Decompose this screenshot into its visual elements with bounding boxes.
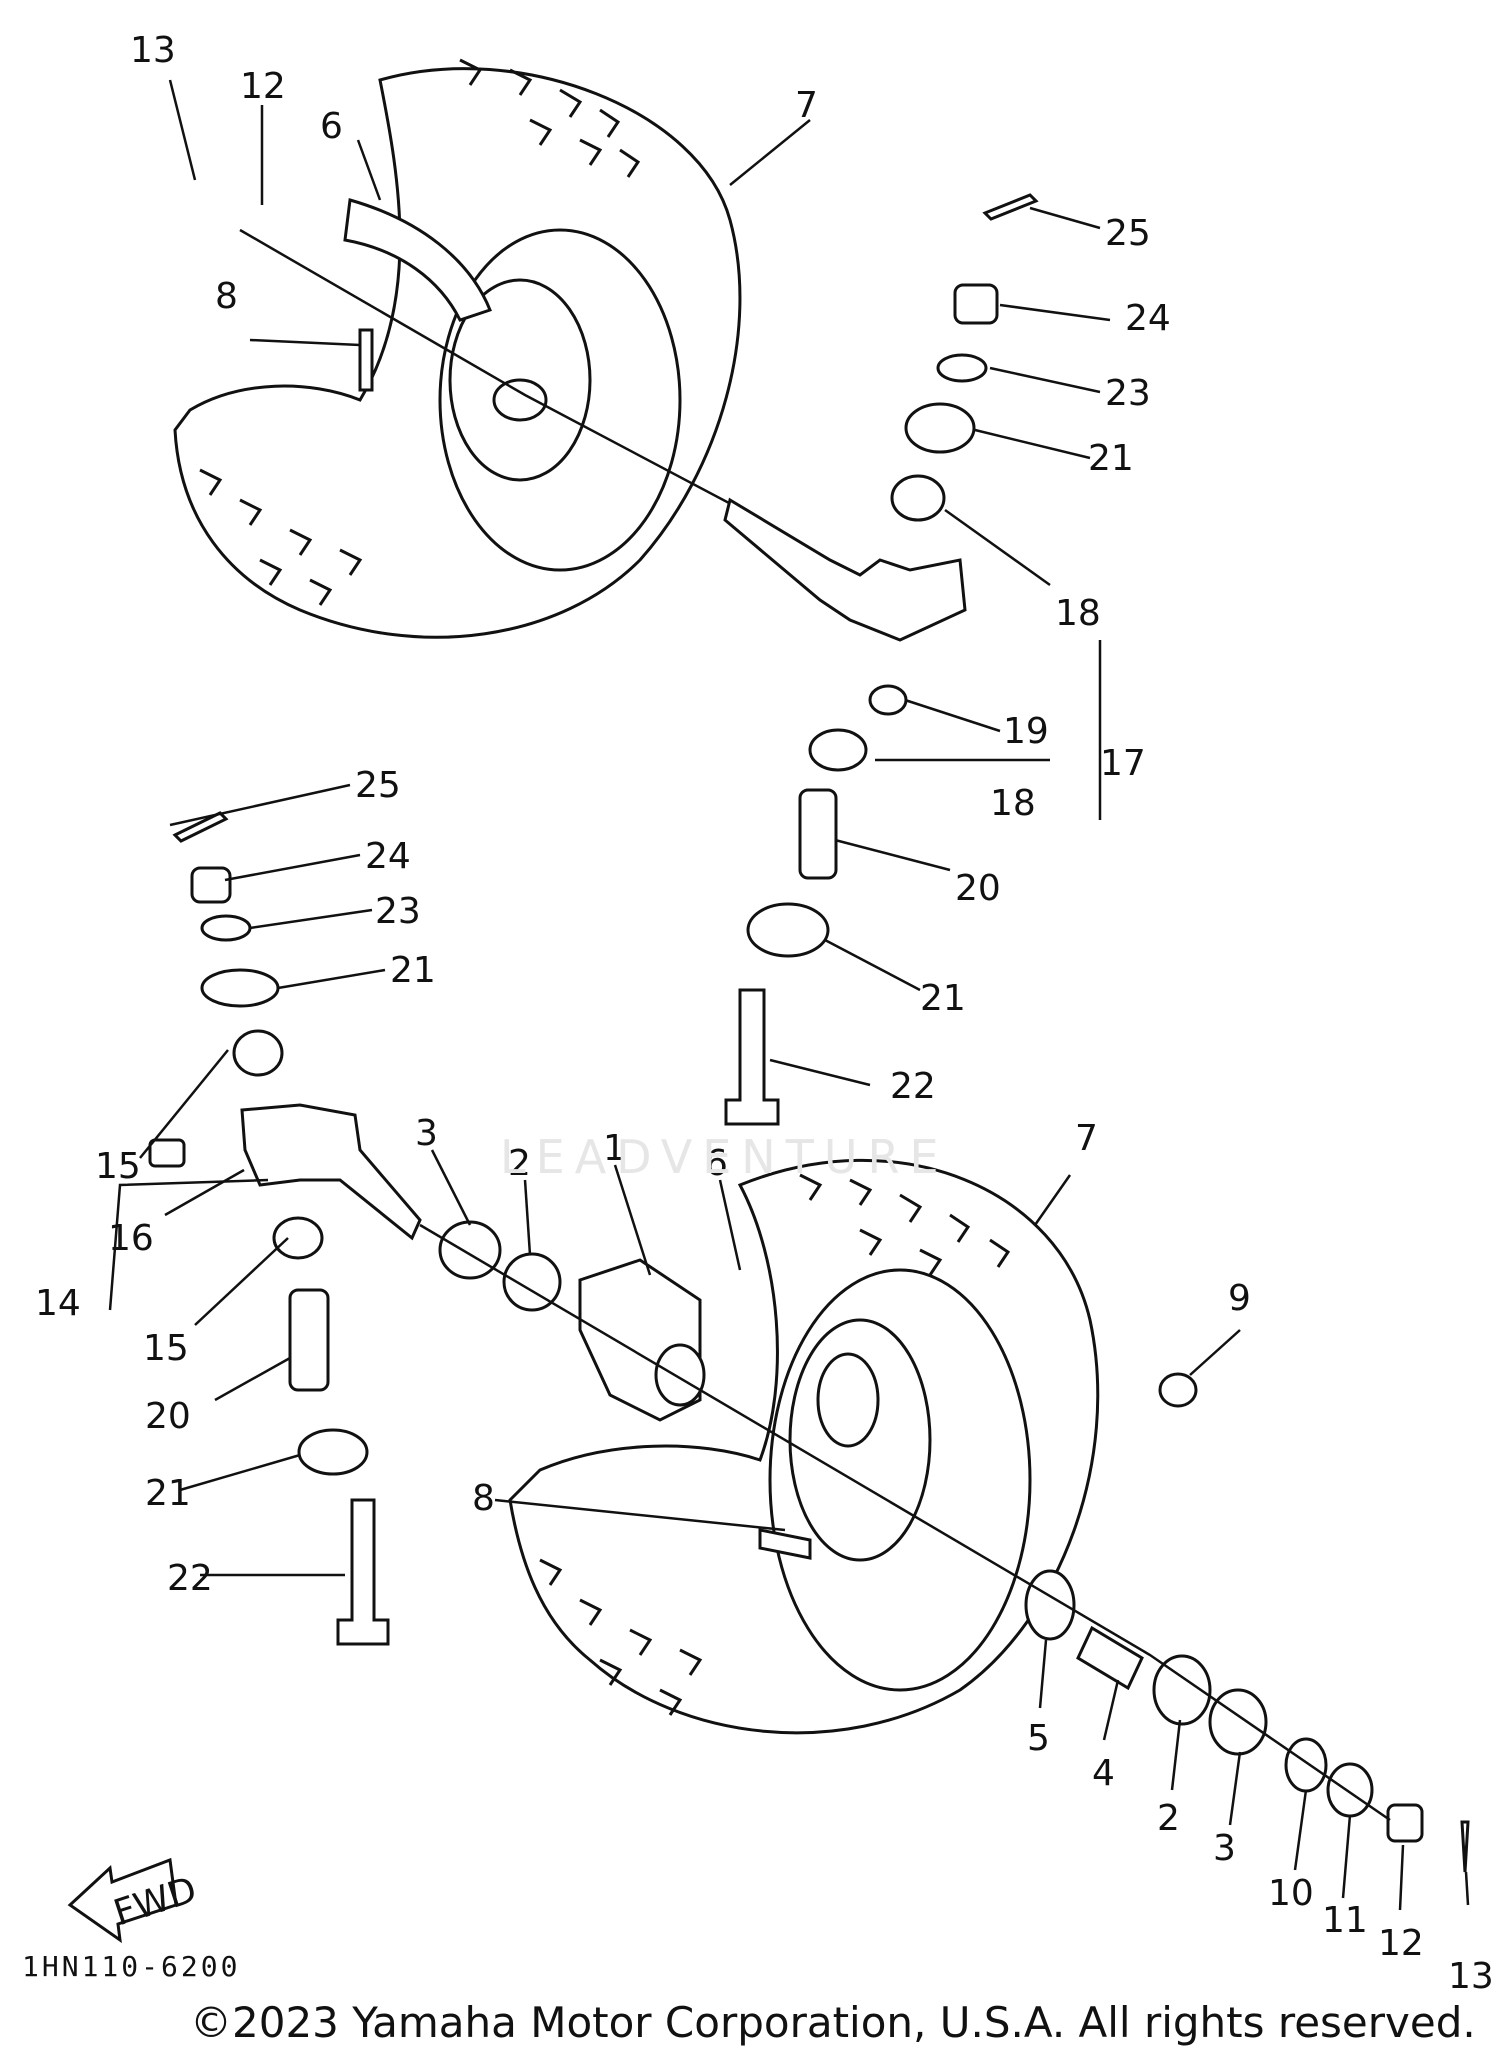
lower-axle-line [419,1223,1391,1822]
upper-collar-a [890,474,946,522]
callout-21-lower: 21 [390,950,436,991]
upper-cotter-pin [982,193,1039,221]
upper-valve [358,328,374,392]
callout-7-lower: 7 [1075,1118,1098,1159]
lower-tire-tread [539,1173,1011,1716]
diagram-code: 1HN110-6200 [22,1950,241,1983]
fwd-arrow: FWD [67,1857,202,1944]
callout-22-upper: 22 [890,1066,936,1107]
callout-1-lower: 1 [603,1128,626,1169]
callout-25-upper: 25 [1105,213,1151,254]
lower-valve [758,1528,812,1560]
callout-20-lower: 20 [145,1396,191,1437]
callout-13-lower: 13 [1448,1956,1494,1997]
watermark: LEADVENTURE [500,1130,949,1184]
callout-3-lower-a: 3 [415,1113,438,1154]
callout-22-lower: 22 [167,1558,213,1599]
upper-rim-cutaway [343,198,492,322]
upper-tire-tread [199,58,641,606]
callout-20-upper: 20 [955,868,1001,909]
lower-bearing-inner-b [502,1252,562,1312]
upper-grease-nipple [868,684,908,716]
callout-24-upper: 24 [1125,298,1171,339]
lower-collar-b [272,1216,324,1260]
lower-bushing-b [297,1428,369,1476]
lower-spacer-pipe [288,1288,330,1392]
callout-23-lower: 23 [375,891,421,932]
lower-cotter-pin [172,811,229,843]
callout-8-upper: 8 [215,276,238,317]
upper-washer [936,353,988,383]
lower-bearing-inner-a [438,1220,502,1280]
upper-spacer-pipe [798,788,838,880]
callout-9-lower: 9 [1228,1278,1251,1319]
lower-knuckle [240,1103,422,1241]
upper-knuckle-group [723,193,1039,1126]
callout-10-lower: 10 [1268,1873,1314,1914]
lower-bushing-a [200,968,280,1008]
callout-3-lower-b: 3 [1213,1828,1236,1869]
callout-15-lower-a: 15 [95,1146,141,1187]
lower-end-cotter-pin [1460,1820,1470,1873]
lower-castle-nut [190,866,232,904]
callout-24-lower: 24 [365,836,411,877]
callout-13-upper: 13 [130,30,176,71]
upper-collar-b [808,728,868,772]
callout-2-lower-a: 2 [508,1143,531,1184]
fwd-arrow-icon [67,1857,178,1944]
callout-7-upper: 7 [795,85,818,126]
callout-6-lower: 6 [705,1143,728,1184]
lower-washer-outer-b [1326,1762,1374,1818]
callout-12-upper: 12 [240,66,286,107]
callout-17-upper: 17 [1100,743,1146,784]
upper-bushing-a [904,402,976,454]
callout-23-upper: 23 [1105,373,1151,414]
callout-16-lower: 16 [108,1218,154,1259]
callout-21-lower-b: 21 [145,1473,191,1514]
lower-bolt [336,1498,390,1646]
lower-axle-nut [1386,1803,1424,1843]
lower-knuckle-group [148,811,422,1646]
upper-wheel-assembly [173,58,742,639]
leader-lines [108,79,1470,1911]
callout-21-upper: 21 [1088,438,1134,479]
callout-18-upper-b: 18 [990,783,1036,824]
callout-11-lower: 11 [1322,1900,1368,1941]
upper-castle-nut [953,283,999,325]
callout-2-lower-b: 2 [1157,1798,1180,1839]
lower-rim-hub [816,1352,880,1448]
callout-8-lower: 8 [472,1478,495,1519]
lower-hub-bore [654,1343,706,1407]
callout-18-upper-a: 18 [1055,593,1101,634]
upper-bolt [724,988,780,1126]
callout-21-upper-b: 21 [920,978,966,1019]
copyright-notice: ©2023 Yamaha Motor Corporation, U.S.A. A… [190,1998,1476,2047]
lower-wheel-assembly [438,1158,1470,1873]
upper-bushing-b [746,902,830,958]
lower-washer [200,914,252,942]
lower-collar-a [232,1029,284,1077]
upper-knuckle [723,497,967,642]
callout-12-lower: 12 [1378,1923,1424,1964]
lower-spacer [1076,1625,1144,1691]
lower-wheel-nut [1158,1372,1198,1408]
callout-19-upper: 19 [1003,711,1049,752]
callout-4-lower: 4 [1092,1753,1115,1794]
callout-6-upper: 6 [320,106,343,147]
callout-15-lower-b: 15 [143,1328,189,1369]
lower-bearing-outer-b [1208,1688,1268,1756]
callout-5-lower: 5 [1027,1718,1050,1759]
callout-labels: 13 12 6 7 8 25 24 23 21 18 17 19 18 20 2… [35,30,1494,1997]
lower-washer-outer-a [1284,1737,1328,1793]
lower-bearing-outer-a [1152,1654,1212,1726]
callout-14-lower: 14 [35,1283,81,1324]
upper-axle-line [239,228,781,532]
lower-grease-nipple [148,1138,186,1168]
callout-25-lower: 25 [355,765,401,806]
upper-hub [492,378,548,422]
